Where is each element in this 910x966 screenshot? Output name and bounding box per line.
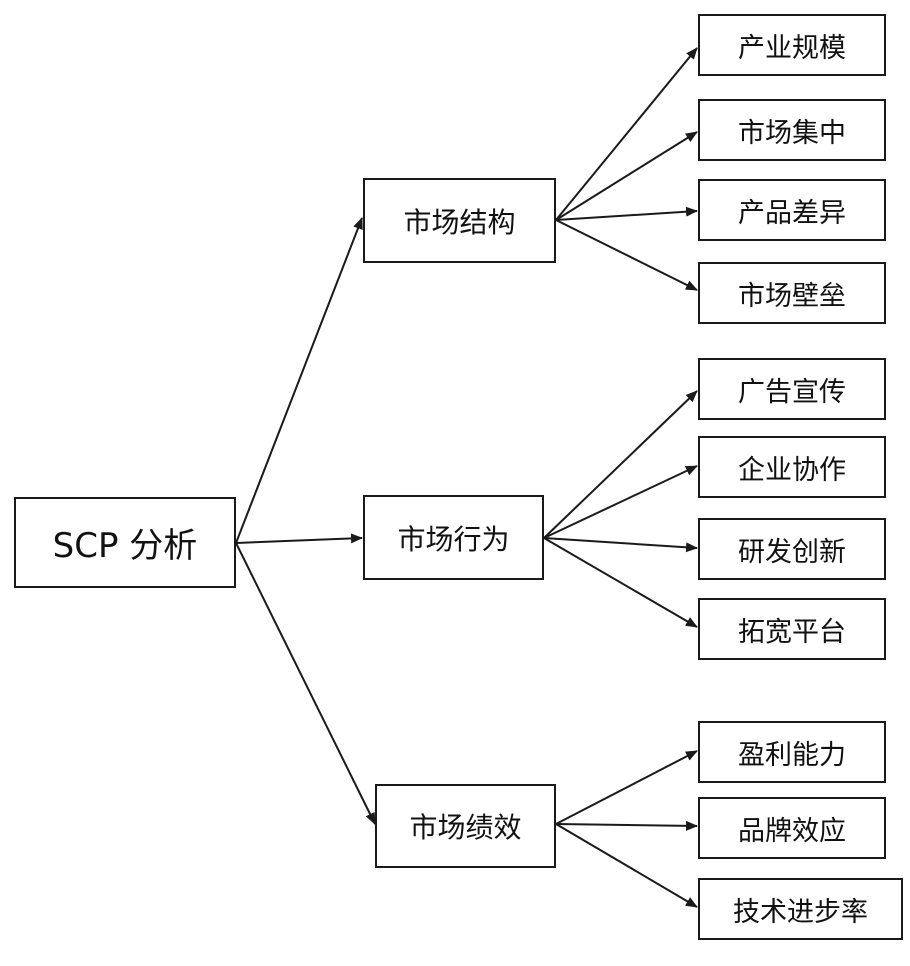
leaf-node-rd-innovation: 研发创新 xyxy=(698,518,886,580)
leaf-node-label: 品牌效应 xyxy=(738,815,846,847)
branch-node-market-performance: 市场绩效 xyxy=(375,784,556,868)
leaf-node-platform-expansion: 拓宽平台 xyxy=(698,598,886,660)
edge-conduct-to-leaf-1 xyxy=(543,390,698,539)
leaf-node-label: 企业协作 xyxy=(738,454,846,486)
root-node-scp-analysis: SCP 分析 xyxy=(14,497,236,588)
leaf-node-tech-progress-rate: 技术进步率 xyxy=(698,878,903,940)
branch-node-market-structure: 市场结构 xyxy=(363,178,556,263)
leaf-node-brand-effect: 品牌效应 xyxy=(698,797,886,859)
edge-root-to-structure xyxy=(235,217,363,544)
leaf-node-label: 市场集中 xyxy=(738,117,846,149)
leaf-node-market-concentration: 市场集中 xyxy=(698,99,886,161)
edge-performance-to-leaf-2 xyxy=(555,820,698,831)
edge-structure-to-leaf-1 xyxy=(555,47,698,221)
edge-structure-to-leaf-3 xyxy=(555,206,698,221)
leaf-node-label: 市场壁垒 xyxy=(738,280,846,312)
branch-node-label: 市场绩效 xyxy=(409,811,522,844)
leaf-node-advertising: 广告宣传 xyxy=(698,358,886,420)
leaf-node-enterprise-collaboration: 企业协作 xyxy=(698,436,886,498)
edge-structure-to-leaf-2 xyxy=(555,131,698,221)
edge-performance-to-leaf-1 xyxy=(555,750,698,825)
leaf-node-label: 研发创新 xyxy=(738,536,846,568)
edge-performance-to-leaf-3 xyxy=(555,823,698,908)
leaf-node-label: 盈利能力 xyxy=(738,739,846,771)
leaf-node-market-barriers: 市场壁垒 xyxy=(698,262,886,324)
leaf-node-profitability: 盈利能力 xyxy=(698,721,886,783)
leaf-node-label: 拓宽平台 xyxy=(738,616,846,648)
edge-root-to-performance xyxy=(235,542,376,825)
leaf-node-product-differentiation: 产品差异 xyxy=(698,179,886,241)
edge-structure-to-leaf-4 xyxy=(555,219,698,291)
edge-conduct-to-leaf-3 xyxy=(543,537,698,553)
root-node-label: SCP 分析 xyxy=(52,526,198,566)
edge-conduct-to-leaf-2 xyxy=(543,465,698,539)
leaf-node-label: 技术进步率 xyxy=(733,896,868,928)
leaf-node-industry-scale: 产业规模 xyxy=(698,14,886,76)
branch-node-label: 市场行为 xyxy=(397,522,510,556)
edge-root-to-conduct xyxy=(235,533,363,544)
branch-node-label: 市场结构 xyxy=(403,205,516,239)
edge-conduct-to-leaf-4 xyxy=(543,537,698,628)
leaf-node-label: 广告宣传 xyxy=(738,376,846,408)
leaf-node-label: 产品差异 xyxy=(738,197,846,229)
branch-node-market-conduct: 市场行为 xyxy=(363,495,544,580)
leaf-node-label: 产业规模 xyxy=(738,32,846,64)
